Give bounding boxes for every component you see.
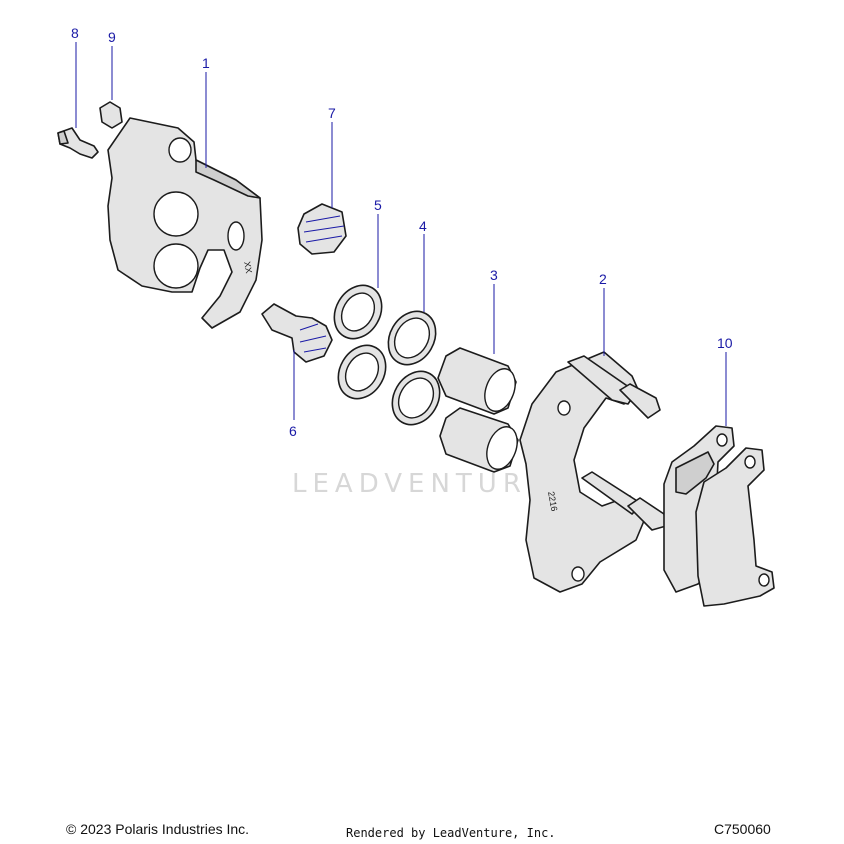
part-8-bleeder-screw[interactable]	[57, 127, 99, 159]
copyright-notice: © 2023 Polaris Industries Inc.	[66, 821, 250, 837]
part-7-piston-boot[interactable]	[297, 203, 347, 255]
part-10-brake-pads[interactable]	[663, 425, 775, 607]
diagram-code: C750060	[714, 821, 771, 837]
callout-numbers: 8 9 1 7 5 4 3 2 10 6	[71, 25, 733, 439]
callout-9: 9	[108, 29, 116, 45]
part-3-pistons[interactable]	[437, 347, 523, 473]
part-4-dust-seals[interactable]	[379, 303, 449, 433]
leader-lines	[75, 42, 727, 426]
callout-7: 7	[328, 105, 336, 121]
callout-8: 8	[71, 25, 79, 41]
part-2-caliper-bracket[interactable]: 2216	[519, 351, 667, 593]
bracket-engraving: 2216	[546, 491, 559, 512]
callout-3: 3	[490, 267, 498, 283]
callout-10: 10	[717, 335, 733, 351]
watermark-text: LEADVENTURE	[292, 469, 549, 499]
callout-6: 6	[289, 423, 297, 439]
rendered-by-notice: Rendered by LeadVenture, Inc.	[346, 826, 556, 840]
caliper-engraving: XX	[242, 261, 254, 275]
part-6-slide-pin[interactable]	[261, 303, 333, 363]
part-1-caliper-body[interactable]: XX	[107, 117, 263, 329]
part-5-seal-rings[interactable]	[325, 277, 395, 407]
callout-1: 1	[202, 55, 210, 71]
callout-5: 5	[374, 197, 382, 213]
callout-4: 4	[419, 218, 427, 234]
part-9-bleeder-cap[interactable]	[99, 101, 123, 129]
callout-2: 2	[599, 271, 607, 287]
